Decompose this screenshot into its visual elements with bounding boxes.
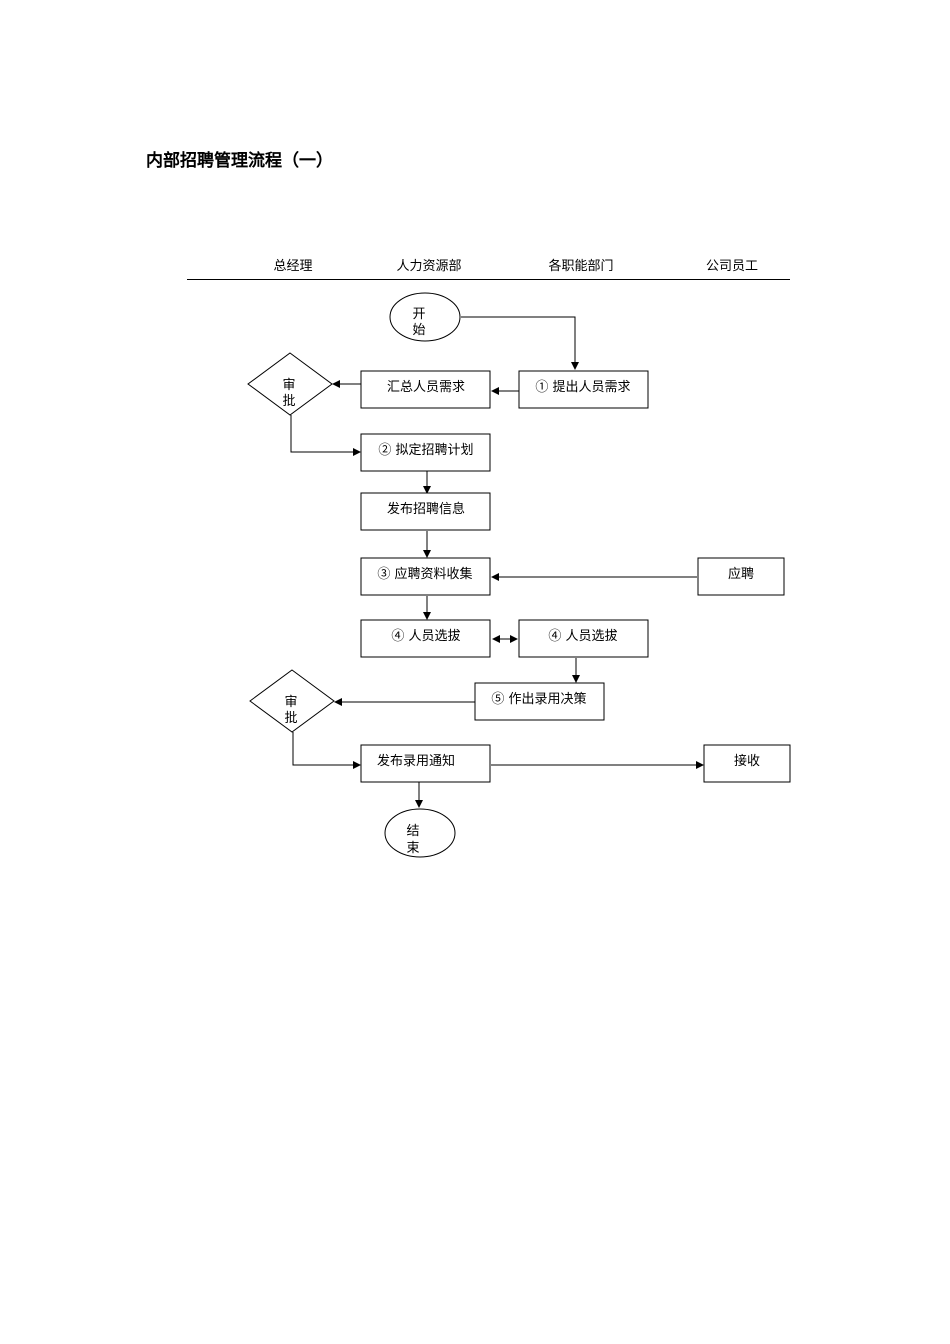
page-title: 内部招聘管理流程（一） xyxy=(146,151,333,171)
start-terminal: 开 始 xyxy=(389,292,461,342)
summarize-label: 汇总人员需求 xyxy=(387,380,465,395)
connector-start-to-propose xyxy=(461,316,579,370)
select-dept-label: ④ 人员选拔 xyxy=(548,629,617,644)
apply-label: 应聘 xyxy=(728,566,754,582)
decision-label: ⑤ 作出录用决策 xyxy=(491,691,586,707)
start-label-line-1: 开 xyxy=(412,307,425,322)
approve-2-label-line-2: 批 xyxy=(284,711,297,726)
approve-2-label-line-1: 审 xyxy=(284,695,297,710)
propose-requirements-box: ① 提出人员需求 xyxy=(518,370,649,409)
application-collection-box: ③ 应聘资料收集 xyxy=(360,557,491,596)
receive-label: 接收 xyxy=(734,753,760,769)
summarize-requirements-box: 汇总人员需求 xyxy=(360,370,491,409)
collect-label: ③ 应聘资料收集 xyxy=(377,566,472,582)
hiring-notice-box: 发布录用通知 xyxy=(360,744,491,783)
approve-1-label-line-2: 批 xyxy=(282,394,295,409)
lane-header-hr-department: 人力资源部 xyxy=(396,259,462,274)
lane-header-employees: 公司员工 xyxy=(705,259,759,274)
hiring-decision-box: ⑤ 作出录用决策 xyxy=(474,682,605,721)
connector-approve-to-plan xyxy=(290,415,361,456)
lane-header-general-manager: 总经理 xyxy=(273,259,313,274)
propose-label: ① 提出人员需求 xyxy=(535,379,630,395)
end-label-line-1: 结 xyxy=(406,824,419,839)
end-terminal: 结 束 xyxy=(384,808,456,858)
apply-box: 应聘 xyxy=(697,557,785,596)
notify-label: 发布录用通知 xyxy=(377,753,455,769)
connector-approve-to-notify xyxy=(292,732,361,769)
selection-hr-box: ④ 人员选拔 xyxy=(360,619,491,658)
selection-dept-box: ④ 人员选拔 xyxy=(518,619,649,658)
recruitment-plan-box: ② 拟定招聘计划 xyxy=(360,433,491,472)
approve-1-label-line-1: 审 xyxy=(282,378,295,393)
approve-decision-1: 审 批 xyxy=(247,352,333,416)
plan-label: ② 拟定招聘计划 xyxy=(378,443,473,458)
select-hr-label: ④ 人员选拔 xyxy=(391,629,460,644)
start-label-line-2: 始 xyxy=(412,323,425,338)
publish-info-box: 发布招聘信息 xyxy=(360,492,491,531)
publish-info-label: 发布招聘信息 xyxy=(387,501,465,517)
header-divider xyxy=(187,279,790,280)
end-label-line-2: 束 xyxy=(406,841,419,856)
receive-box: 接收 xyxy=(703,744,791,783)
approve-decision-2: 审 批 xyxy=(249,669,335,733)
lane-header-functional-departments: 各职能部门 xyxy=(548,259,614,274)
